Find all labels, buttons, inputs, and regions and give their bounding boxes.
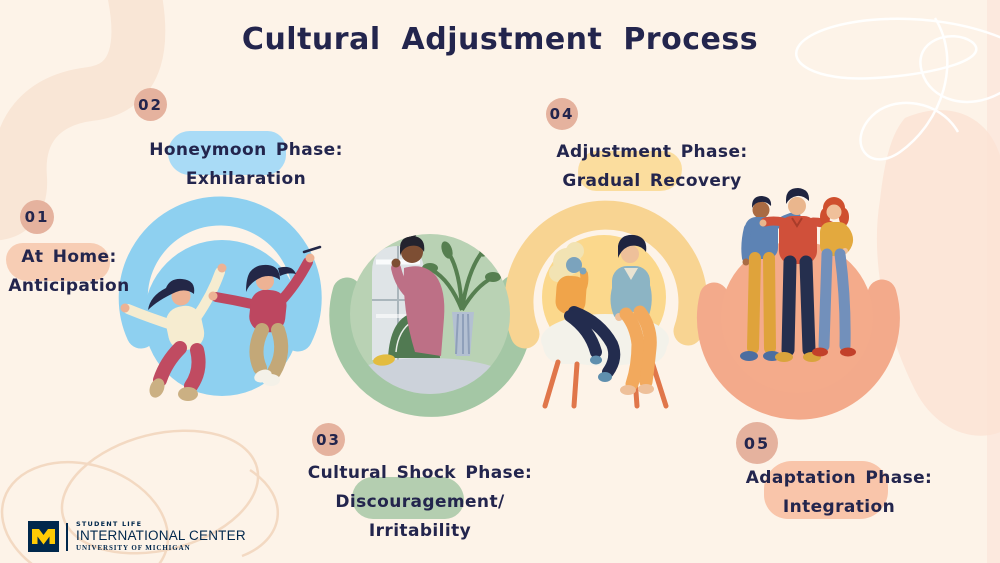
phase-number-05: 05 — [743, 433, 771, 453]
phase-badge-01: 01 — [20, 200, 54, 234]
friend-right — [812, 197, 856, 357]
wave-arc-blue — [118, 196, 322, 352]
logo-university: UNIVERSITY OF MICHIGAN — [76, 543, 191, 552]
wave-arc-yellow — [504, 200, 708, 349]
phase-05-line-1: Adaptation Phase: — [745, 468, 933, 488]
phase-number-01: 01 — [24, 208, 50, 226]
illustration-jumping-friends — [120, 240, 322, 401]
phase-01-line-1: At Home: — [21, 247, 117, 267]
phase-05-line-2: Integration — [782, 497, 896, 517]
highlight-culture-shock — [352, 477, 464, 519]
phase-03-line-2: Discouragement/ — [335, 492, 505, 512]
top-left-squiggle — [0, 0, 166, 240]
man-on-bench — [610, 234, 657, 395]
phase-04-line-1: Adjustment Phase: — [556, 142, 748, 162]
phase-01-line-2: Anticipation — [8, 276, 130, 296]
page-title: Cultural Adjustment Process — [241, 22, 759, 57]
phase-04-line-2: Gradual Recovery — [562, 171, 742, 191]
phase-label-01: At Home: Anticipation — [0, 243, 140, 301]
phase-label-02: Honeymoon Phase: Exhilaration — [136, 136, 356, 194]
logo-divider — [66, 522, 68, 551]
block-m-logo-icon — [28, 521, 59, 553]
phase-02-line-2: Exhilaration — [185, 169, 307, 189]
top-right-pink-blob — [876, 110, 1000, 436]
phase-badge-03: 03 — [312, 423, 345, 456]
white-scribble-line — [795, 17, 1000, 104]
phase-03-line-1: Cultural Shock Phase: — [307, 463, 533, 483]
logo-wordmark: STUDENT LIFE INTERNATIONAL CENTER UNIVER… — [76, 520, 246, 552]
highlight-adjustment — [578, 151, 682, 191]
phase-label-04: Adjustment Phase: Gradual Recovery — [542, 138, 762, 196]
phase-badge-05: 05 — [736, 422, 778, 464]
phase-label-03: Cultural Shock Phase: Discouragement/ Ir… — [298, 459, 542, 546]
jumping-person-left — [120, 263, 227, 401]
phase-number-04: 04 — [549, 105, 575, 123]
logo-org: INTERNATIONAL CENTER — [76, 528, 246, 544]
footer-logo: STUDENT LIFE INTERNATIONAL CENTER UNIVER… — [28, 520, 246, 553]
illustration-three-friends — [721, 188, 873, 393]
phase-03-line-3: Irritability — [368, 521, 472, 541]
bottom-left-arc — [241, 468, 279, 558]
phase-number-03: 03 — [316, 430, 341, 449]
highlight-adaptation — [764, 461, 888, 519]
phase-label-05: Adaptation Phase: Integration — [733, 464, 945, 522]
bottom-left-loop-2 — [0, 460, 170, 563]
highlight-honeymoon — [168, 131, 286, 175]
phase-badge-02: 02 — [134, 88, 167, 121]
illustration-bench-conversation — [541, 234, 669, 409]
phase-number-02: 02 — [138, 95, 163, 114]
jumping-person-right — [208, 245, 322, 386]
logo-dept: STUDENT LIFE — [76, 520, 143, 528]
friend-left — [740, 196, 801, 361]
highlight-at-home — [6, 243, 110, 281]
white-scribble-loop — [859, 17, 960, 161]
phase-badge-04: 04 — [546, 98, 578, 130]
wave-arc-orange — [696, 279, 900, 420]
sitting-woman — [373, 234, 445, 366]
phase-02-line-1: Honeymoon Phase: — [149, 140, 343, 160]
woman-on-bench — [549, 242, 621, 382]
bottom-left-loop — [60, 429, 260, 555]
